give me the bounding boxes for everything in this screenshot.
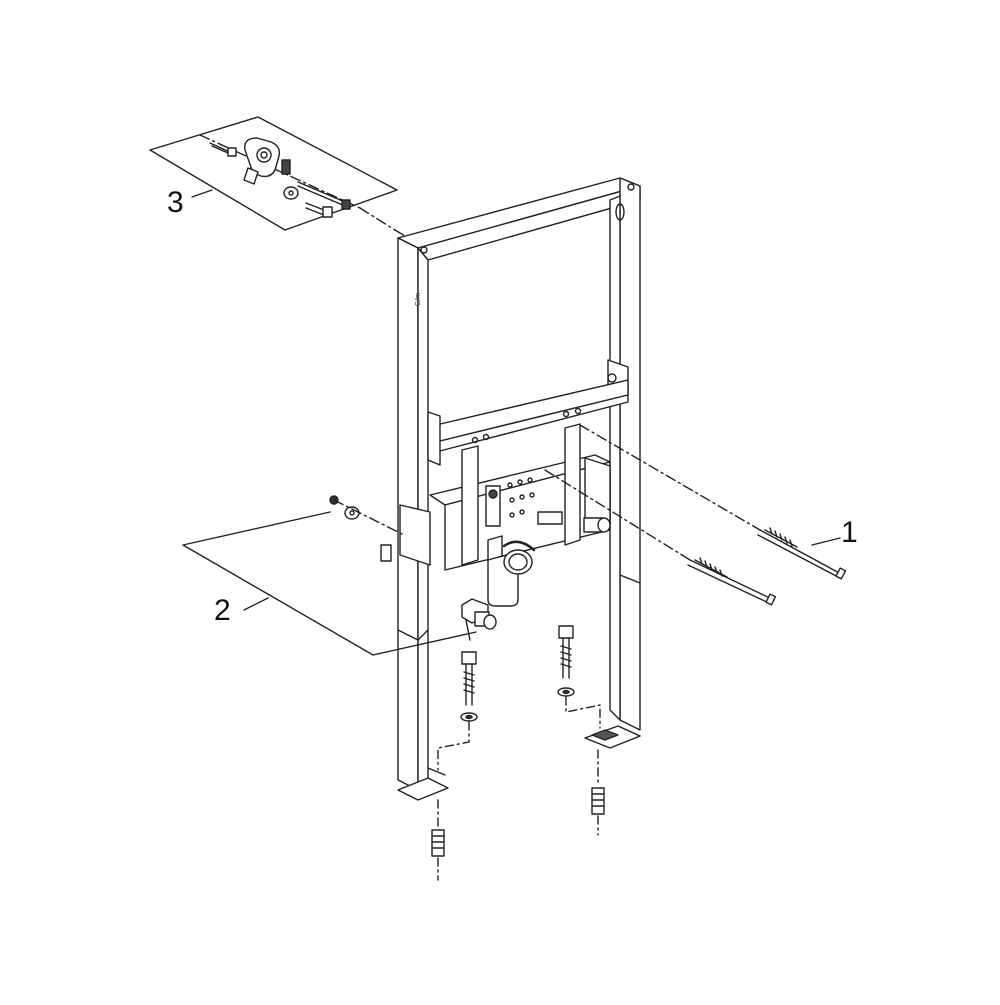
callout-leader-2 xyxy=(243,597,269,611)
wall-bracket-kit-panel xyxy=(149,116,398,231)
frame-icon xyxy=(380,177,641,801)
hose-clamp-icon xyxy=(485,485,501,527)
anchor-rod-icon xyxy=(757,527,847,580)
callout-number-1: 1 xyxy=(841,516,858,549)
anchor-rod-icon xyxy=(687,557,777,606)
bolt-icon xyxy=(557,625,575,697)
frame-marking: G/m xyxy=(415,292,423,307)
inlet-fitting-icon xyxy=(537,511,611,533)
elbow-fitting-icon xyxy=(487,535,536,607)
bolt-icon xyxy=(297,181,351,210)
valve-fitting-icon xyxy=(461,598,497,641)
bolt-icon xyxy=(460,651,478,722)
callout-number-3: 3 xyxy=(167,186,184,219)
callout-number-2: 2 xyxy=(214,594,231,627)
dowel-icon xyxy=(431,829,445,857)
fitting-kit-panel xyxy=(182,495,477,656)
wall-bracket-icon xyxy=(243,137,291,185)
screw-icon xyxy=(305,202,333,218)
callout-leader-3 xyxy=(191,189,213,198)
washer-icon xyxy=(283,186,299,200)
screw-icon xyxy=(209,142,237,157)
callout-leader-1 xyxy=(811,537,841,546)
dowel-icon xyxy=(591,787,605,815)
